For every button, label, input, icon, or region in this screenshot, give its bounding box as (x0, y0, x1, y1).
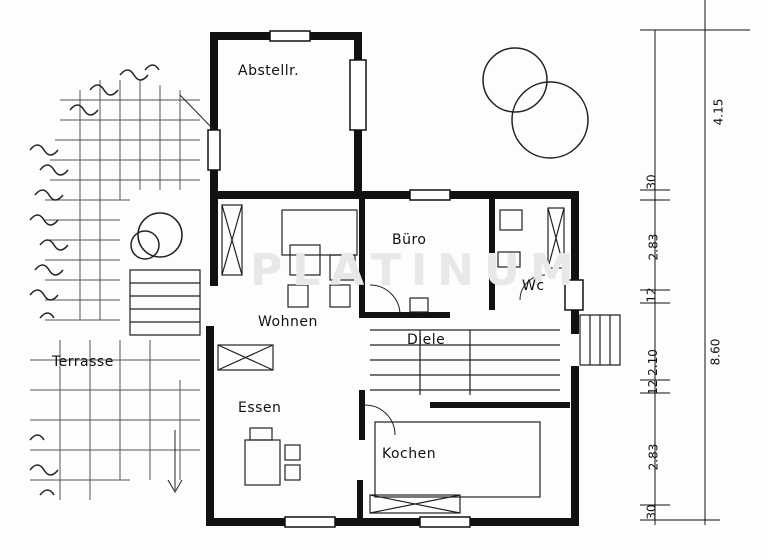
room-label-abstellr: Abstellr. (238, 63, 300, 79)
room-label-diele: Diele (407, 332, 446, 348)
dimension-30-top: 30 (644, 174, 659, 190)
tree-canopy (130, 47, 589, 260)
room-label-kochen: Kochen (382, 446, 437, 462)
furniture (217, 204, 565, 514)
dimension-lines (640, 0, 750, 525)
interior-walls (357, 198, 570, 520)
dimension-4-15: 4.15 (711, 98, 726, 126)
dimension-12-a: 12 (644, 287, 659, 303)
door-swings (167, 94, 546, 493)
garden-paving (30, 80, 200, 500)
dimension-8-60: 8.60 (708, 338, 723, 366)
dimension-2-83-bottom: 2.83 (646, 443, 661, 471)
watermark: PLATINUM (250, 245, 584, 296)
stairs (129, 269, 621, 395)
dimension-30-bottom: 30 (644, 504, 659, 520)
room-label-wohnen: Wohnen (258, 314, 318, 330)
dimension-2-83-top: 2.83 (646, 233, 661, 261)
dimension-12-2-10: 12 2.10 (645, 349, 660, 395)
windows (207, 30, 584, 528)
shrub-border (29, 64, 160, 496)
room-label-buero: Büro (392, 232, 427, 248)
room-label-wc: Wc (522, 278, 545, 294)
room-label-terrasse: Terrasse (52, 354, 114, 370)
room-label-essen: Essen (238, 400, 282, 416)
